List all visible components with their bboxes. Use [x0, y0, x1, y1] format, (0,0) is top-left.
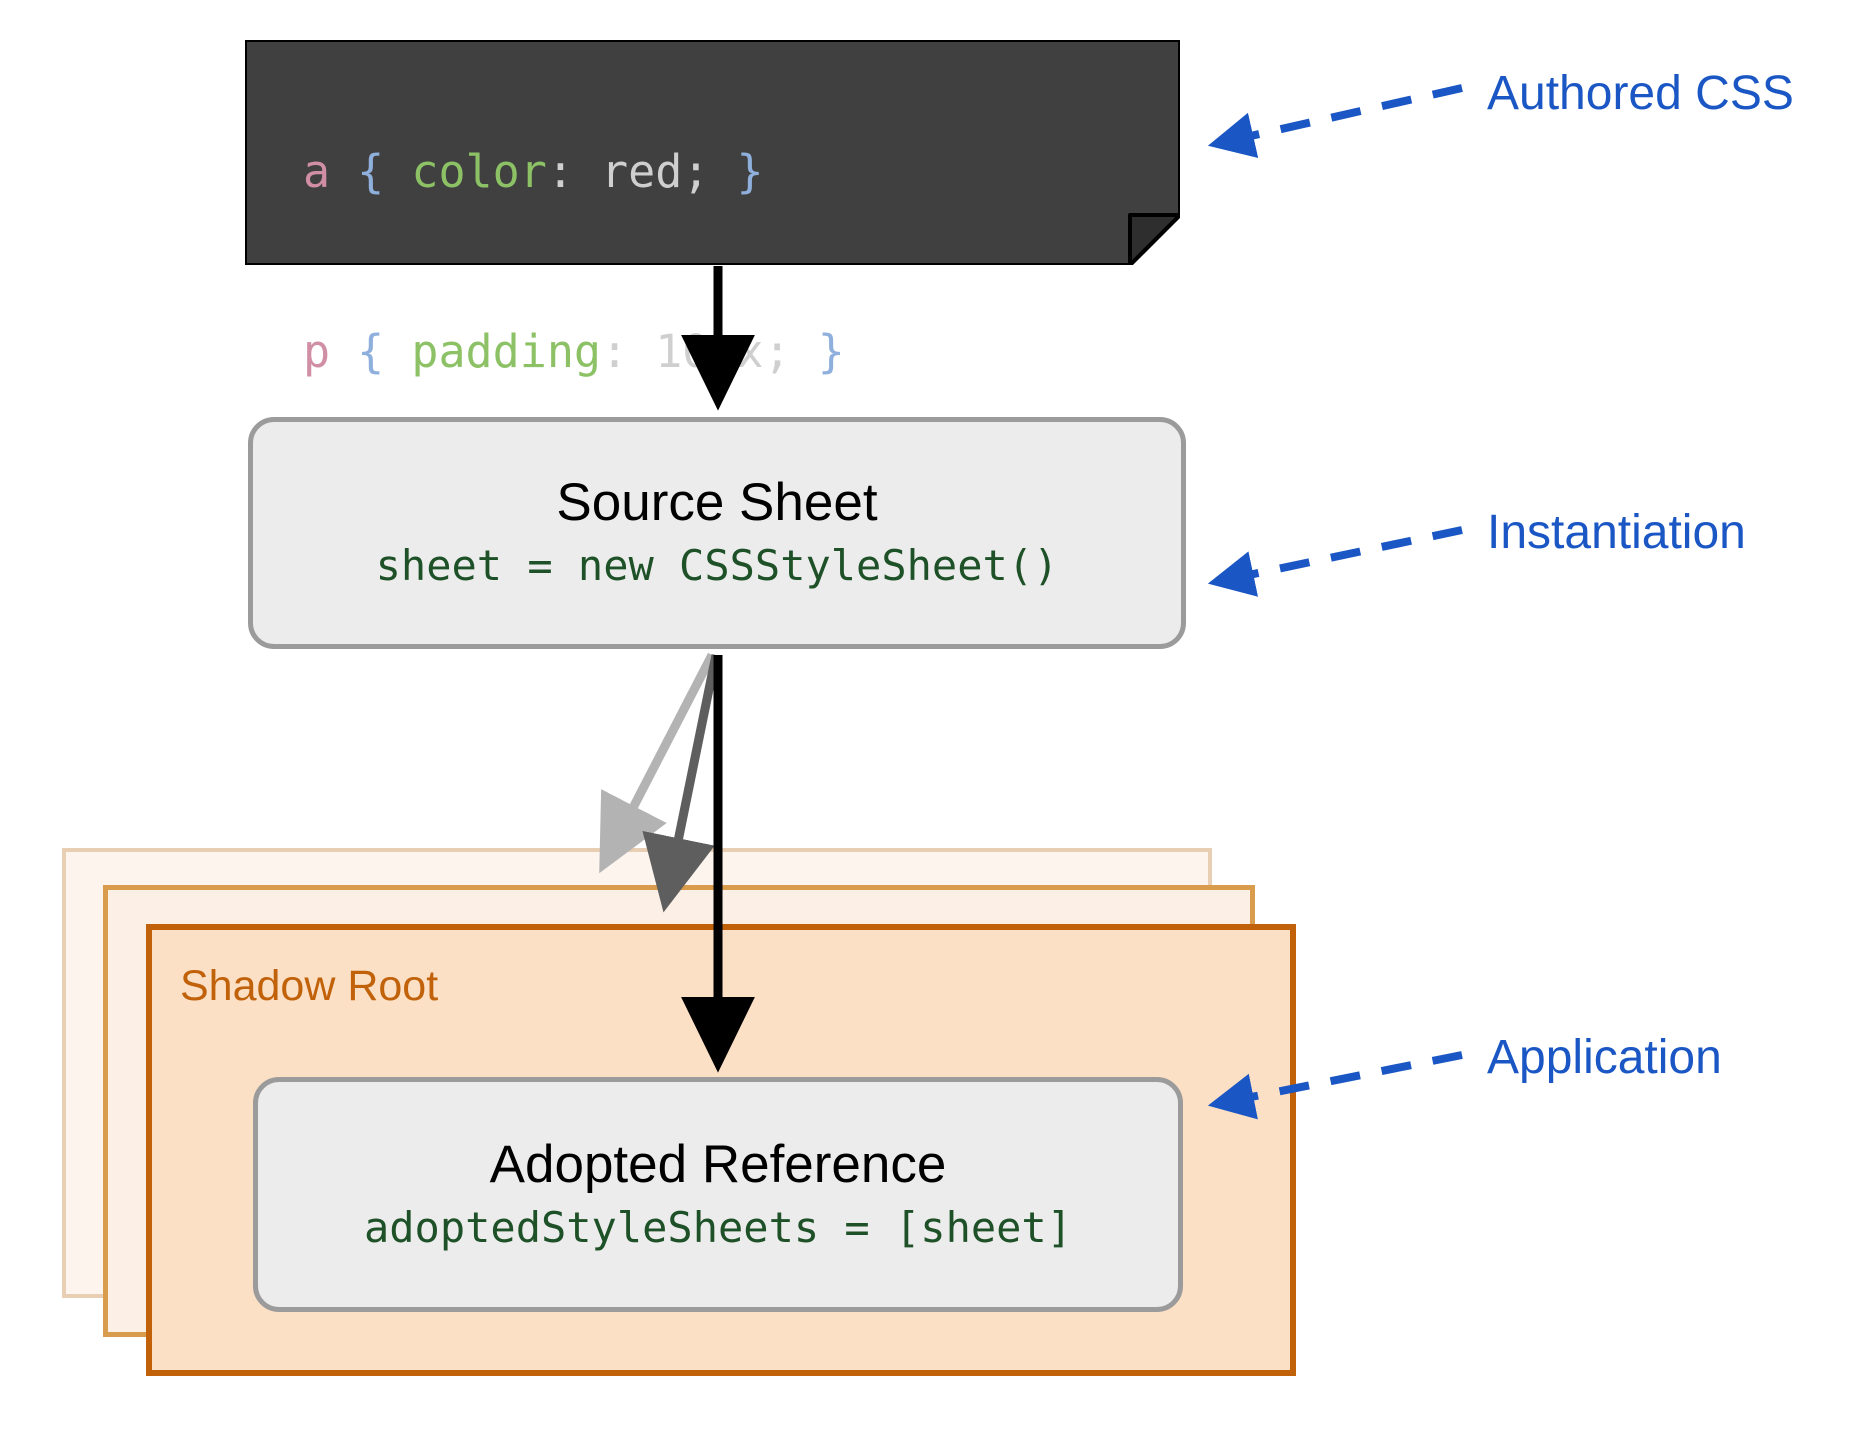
- code-value: red: [601, 145, 683, 198]
- code-close-brace: }: [817, 325, 845, 378]
- source-sheet-title: Source Sheet: [556, 473, 878, 533]
- shadow-root-label: Shadow Root: [180, 962, 439, 1010]
- code-colon: :: [601, 325, 656, 378]
- code-property: padding: [411, 325, 602, 378]
- code-note-text: a { color: red; } p { padding: 10px; }: [303, 82, 845, 442]
- code-close-brace: }: [736, 145, 764, 198]
- code-selector: a: [303, 145, 331, 198]
- adopted-reference-title: Adopted Reference: [489, 1134, 947, 1194]
- adopted-reference-node: Adopted Reference adoptedStyleSheets = […: [253, 1077, 1183, 1312]
- annotation-leader-instantiation: [1207, 526, 1463, 597]
- code-semicolon: ;: [682, 145, 737, 198]
- adopted-reference-code: adoptedStyleSheets = [sheet]: [363, 1202, 1072, 1252]
- connector-source-to-shadow-back: [599, 652, 716, 874]
- source-sheet-node: Source Sheet sheet = new CSSStyleSheet(): [248, 417, 1186, 649]
- source-sheet-code: sheet = new CSSStyleSheet(): [375, 541, 1059, 591]
- annotation-leader-authored-css: [1207, 84, 1463, 159]
- code-colon: :: [546, 145, 602, 198]
- code-open-brace: {: [330, 145, 412, 198]
- annotation-instantiation: Instantiation: [1487, 506, 1746, 559]
- code-line-1: a { color: red; }: [303, 145, 764, 198]
- code-semicolon: ;: [763, 325, 818, 378]
- code-line-2: p { padding: 10px; }: [303, 325, 845, 378]
- code-value: 10px: [655, 325, 764, 378]
- code-open-brace: {: [330, 325, 412, 378]
- code-selector: p: [303, 325, 331, 378]
- annotation-application: Application: [1487, 1031, 1722, 1084]
- authored-css-note: a { color: red; } p { padding: 10px; }: [245, 40, 1180, 378]
- annotation-authored-css: Authored CSS: [1487, 67, 1794, 120]
- code-note-shape: [245, 40, 1180, 265]
- code-property: color: [411, 145, 547, 198]
